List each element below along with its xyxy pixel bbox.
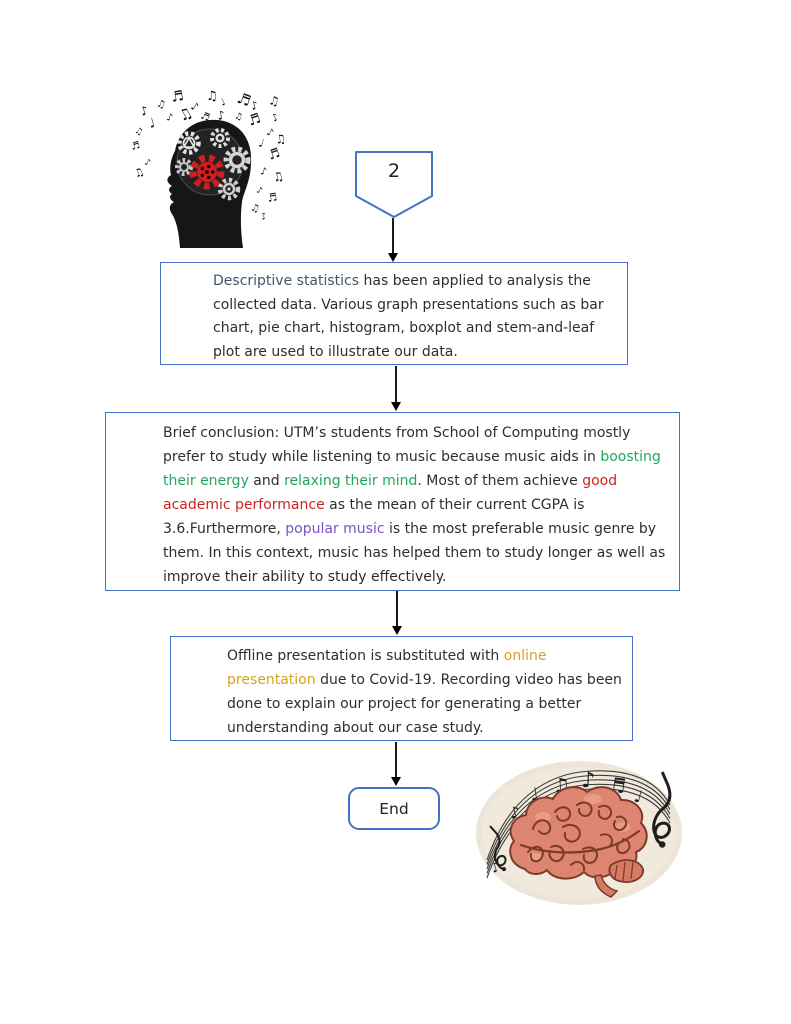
end-terminator: End [348, 787, 440, 830]
svg-text:♬: ♬ [246, 110, 263, 129]
gears-group [175, 128, 251, 201]
svg-text:♩: ♩ [147, 116, 157, 132]
text-segment: Offline presentation is substituted with [227, 648, 504, 664]
svg-text:♩: ♩ [257, 136, 265, 150]
text-segment: online presentation [227, 648, 547, 688]
svg-text:♬: ♬ [235, 89, 254, 111]
svg-text:♪: ♪ [165, 112, 173, 124]
svg-text:♩: ♩ [529, 784, 540, 806]
pentagon-shape [355, 151, 433, 218]
svg-text:♫: ♫ [133, 126, 145, 138]
svg-text:♪: ♪ [260, 211, 269, 222]
svg-text:♫: ♫ [233, 111, 243, 123]
brain-music-illustration: ♪ ♩ ♫ ♪ ♬ ♩ ♪ [476, 761, 682, 905]
statistics-box: Descriptive statistics has been applied … [160, 262, 628, 365]
svg-text:♪: ♪ [265, 127, 275, 140]
treble-clef-icon [652, 771, 672, 848]
svg-text:♫: ♫ [271, 169, 284, 185]
arrow-presentation-to-end [391, 742, 401, 786]
svg-text:♬: ♬ [130, 140, 142, 153]
arrow-conclusion-to-presentation [392, 591, 402, 635]
svg-text:♪: ♪ [581, 768, 596, 793]
svg-text:♫: ♫ [206, 89, 218, 104]
svg-text:♬: ♬ [170, 88, 185, 106]
svg-text:♪: ♪ [143, 157, 152, 168]
presentation-text: Offline presentation is substituted with… [227, 644, 622, 740]
arrow-connector-to-statistics [388, 218, 398, 262]
svg-text:♬: ♬ [266, 190, 278, 205]
head-gears-music-illustration: ♪ ♫ ♬ ♪ ♫ ♩ ♬ ♪ ♫ ♪ ♫ ♩ ♪ ♫ ♬ ♪ ♫ ♬ ♪ ♫ … [130, 88, 284, 248]
svg-text:♪: ♪ [270, 112, 281, 125]
svg-text:♪: ♪ [216, 108, 226, 123]
svg-text:♪: ♪ [249, 99, 259, 113]
svg-text:♫: ♫ [249, 202, 261, 215]
text-segment: good academic performance [163, 473, 618, 513]
svg-text:♫: ♫ [274, 131, 284, 147]
svg-text:♬: ♬ [266, 146, 282, 164]
text-segment: Descriptive statistics [213, 273, 360, 289]
off-page-connector: 2 [355, 151, 433, 219]
connector-label: 2 [387, 160, 401, 182]
music-staff [486, 770, 671, 879]
text-segment: boosting their energy [163, 449, 661, 489]
brain-figure [509, 786, 648, 898]
svg-text:♫: ♫ [267, 93, 280, 109]
arrow-statistics-to-conclusion [391, 366, 401, 411]
conclusion-text: Brief conclusion: UTM’s students from Sc… [163, 421, 667, 589]
red-gear [189, 154, 225, 190]
text-segment: due to Covid-19. Recording video has bee… [227, 672, 622, 736]
svg-text:♫: ♫ [155, 98, 167, 111]
text-segment: is the most preferable music genre by th… [163, 521, 666, 585]
text-segment: Brief conclusion: UTM’s students from Sc… [163, 425, 631, 465]
svg-text:♪: ♪ [259, 166, 267, 178]
text-segment: as the mean of their current CGPA is 3.6… [163, 497, 585, 537]
end-label: End [379, 799, 409, 818]
treble-clef-icon [489, 825, 507, 872]
svg-text:♪: ♪ [138, 103, 150, 119]
svg-text:♩: ♩ [219, 97, 228, 109]
statistics-text: Descriptive statistics has been applied … [213, 270, 617, 364]
conclusion-box: Brief conclusion: UTM’s students from Sc… [105, 412, 680, 591]
presentation-box: Offline presentation is substituted with… [170, 636, 633, 741]
text-segment: relaxing their mind [284, 473, 418, 489]
text-segment: and [248, 473, 285, 489]
text-segment: . Most of them achieve [417, 473, 583, 489]
text-segment: popular music [285, 521, 385, 537]
svg-text:♪: ♪ [255, 185, 264, 196]
text-segment: has been applied to analysis the collect… [213, 273, 604, 360]
